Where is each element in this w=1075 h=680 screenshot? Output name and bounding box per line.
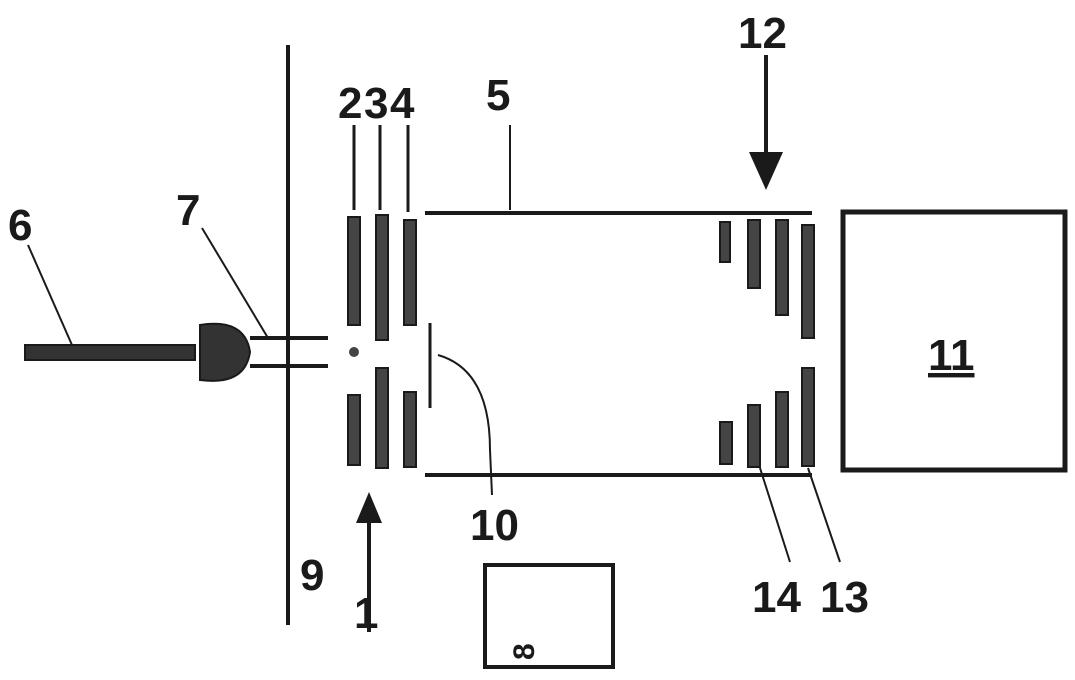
box-8 — [483, 563, 615, 669]
upper-plate-c — [775, 219, 789, 316]
lower-plate-a — [719, 421, 733, 465]
label-9: 9 — [300, 551, 324, 600]
leader-7 — [201, 227, 269, 339]
plate-4-upper — [403, 219, 417, 326]
lower-plate-b — [747, 404, 761, 468]
label-14: 14 — [752, 573, 801, 622]
leader-6 — [27, 244, 73, 346]
plate-2-lower — [347, 394, 361, 466]
plate-2-upper — [347, 216, 361, 326]
upper-plate-d — [801, 224, 815, 339]
plate-3-upper — [375, 214, 389, 341]
label-6: 6 — [8, 201, 32, 250]
arrow-1-head — [356, 492, 382, 523]
label-10: 10 — [470, 501, 519, 550]
leader-13 — [807, 467, 841, 563]
plate-2-center-dot — [349, 347, 359, 357]
leader-10 — [437, 354, 493, 496]
lower-plate-d — [801, 367, 815, 467]
label-7: 7 — [176, 186, 200, 235]
arrow-12-head — [749, 152, 783, 190]
probe-shaft-6 — [24, 344, 196, 361]
label-8: 8 — [508, 643, 541, 660]
lower-plate-c — [775, 391, 789, 468]
label-2: 2 — [338, 79, 362, 128]
plate-4-lower — [403, 391, 417, 468]
label-3: 3 — [364, 79, 388, 128]
label-12: 12 — [738, 9, 787, 58]
label-5: 5 — [486, 71, 510, 120]
label-11: 11 — [928, 331, 975, 380]
probe-tip-7 — [199, 322, 252, 382]
leader-14 — [759, 467, 791, 563]
label-1: 1 — [354, 589, 378, 638]
upper-plate-a — [719, 221, 731, 263]
plate-3-lower — [375, 367, 389, 469]
label-13: 13 — [820, 573, 869, 622]
box-11 — [840, 209, 1068, 473]
label-4: 4 — [390, 79, 415, 128]
upper-plate-b — [747, 219, 761, 289]
